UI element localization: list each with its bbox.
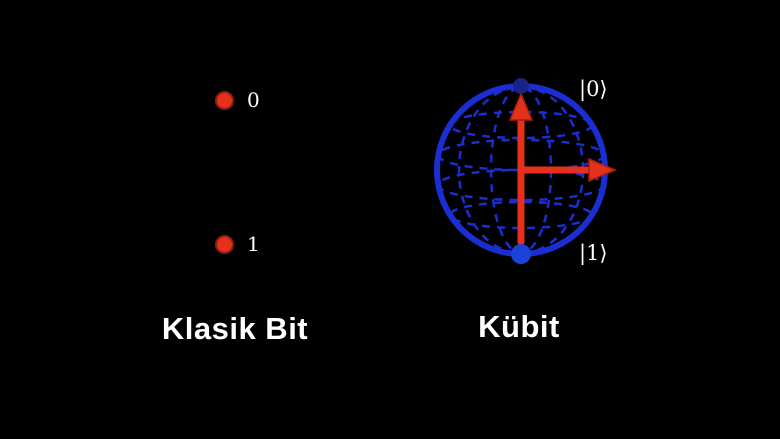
ket-zero-label: |0⟩ [579,77,608,101]
bit-dot-1 [215,234,234,254]
qubit-title: Kübit [478,309,560,344]
classical-bit-title: Klasik Bit [161,311,309,346]
bit-dot-0 [215,90,234,110]
pole-dot-top [513,78,529,94]
ket-one-label: |1⟩ [579,241,608,265]
bloch-sphere-diagram [434,78,617,264]
bit-state-label-0: 0 [247,88,260,112]
bit-state-label-1: 1 [247,232,260,256]
state-vector-arrow-right [519,157,617,183]
bit-state-1: 1 [215,234,260,254]
pole-dot-bottom [511,244,531,264]
state-vector-arrow-up [508,92,534,246]
bit-state-0: 0 [215,90,260,110]
